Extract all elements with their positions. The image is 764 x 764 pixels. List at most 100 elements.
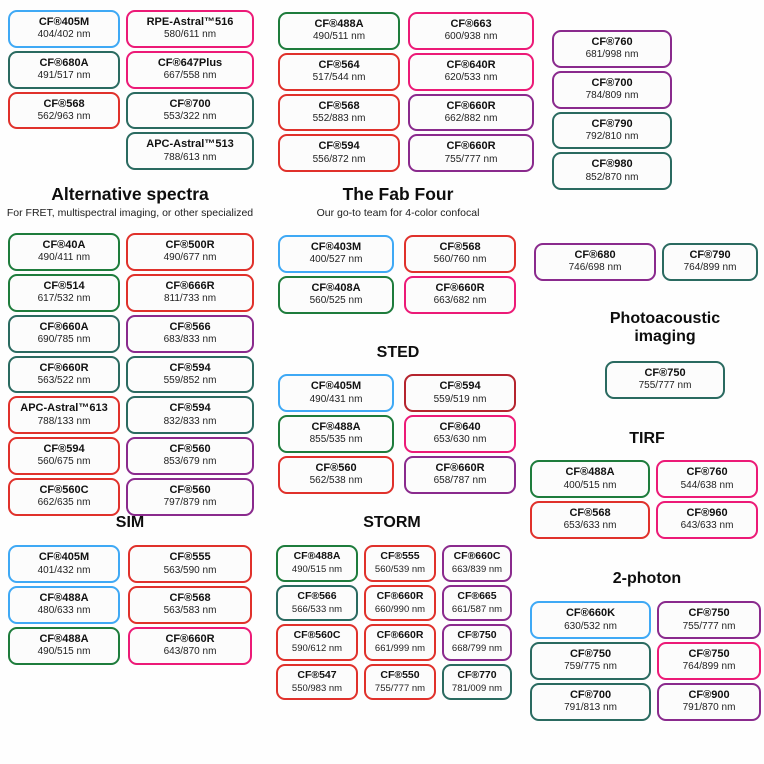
dye-name: CF®560: [315, 461, 357, 474]
dye-wavelengths: 480/633 nm: [37, 605, 91, 617]
dye-wavelengths: 764/899 nm: [683, 262, 737, 274]
dye-name: CF®594: [169, 361, 211, 374]
dye-wavelengths: 560/539 nm: [374, 564, 426, 576]
dye-wavelengths: 630/532 nm: [564, 620, 617, 632]
dye-wavelengths: 563/590 nm: [163, 564, 217, 576]
dye-wavelengths: 643/633 nm: [680, 520, 734, 532]
dye-wavelengths: 811/733 nm: [163, 293, 217, 305]
dye-wavelengths: 400/527 nm: [309, 254, 363, 266]
section-title: 2-photon: [612, 570, 682, 587]
dye-name: CF®594: [439, 380, 481, 393]
dye-name: CF®550: [380, 668, 420, 681]
dye-name: CF®700: [169, 97, 211, 110]
section-title: Photoacoustic imaging: [609, 310, 721, 346]
dye-wavelengths: 559/852 nm: [163, 374, 217, 386]
dye-wavelengths: 681/998 nm: [585, 49, 639, 61]
section-title: TIRF: [629, 430, 665, 447]
dye-name: CF®568: [318, 99, 360, 112]
section-title: SIM: [115, 514, 145, 531]
dye-name: CF®660R: [39, 361, 89, 374]
dye-name: CF®403M: [310, 241, 362, 254]
dye-wavelengths: 544/638 nm: [680, 479, 734, 491]
dye-name: CF®405M: [310, 380, 362, 393]
dye-wavelengths: 660/990 nm: [374, 603, 426, 615]
dye-name: CF®790: [689, 249, 731, 261]
dye-wavelengths: 764/899 nm: [682, 661, 736, 673]
dye-wavelengths: 490/411 nm: [37, 252, 91, 264]
dye-name: CF®568: [569, 507, 611, 520]
dye-name: CF®488A: [39, 632, 89, 645]
dye-wavelengths: 788/133 nm: [37, 415, 91, 427]
dye-wavelengths: 755/777 nm: [638, 380, 692, 392]
dye-wavelengths: 620/533 nm: [444, 72, 498, 84]
dye-wavelengths: 550/983 nm: [291, 682, 343, 694]
dye-name: CF®665: [457, 589, 497, 602]
dye-name: CF®566: [297, 589, 337, 602]
dye-name: CF®560C: [39, 483, 89, 496]
dye-wavelengths: 759/775 nm: [564, 661, 617, 673]
dye-name: CF®680: [574, 249, 616, 261]
dye-name: CF®594: [43, 443, 85, 456]
dye-wavelengths: 755/777 nm: [374, 682, 426, 694]
dye-name: CF®760: [591, 36, 633, 48]
dye-name: CF®750: [457, 629, 497, 642]
dye-name: CF®405M: [38, 551, 90, 564]
dye-name: CF®560: [169, 483, 211, 496]
dye-name: APC-Astral™613: [20, 402, 108, 415]
dye-name: CF®405M: [38, 16, 90, 28]
dye-name: CF®663: [450, 18, 492, 30]
dye-name: CF®750: [688, 607, 730, 620]
dye-wavelengths: 404/402 nm: [37, 29, 91, 41]
section-title: The Fab Four: [342, 184, 454, 204]
dye-name: CF®640R: [446, 58, 496, 71]
dye-name: CF®750: [569, 648, 612, 661]
dye-wavelengths: 600/938 nm: [444, 31, 498, 43]
dye-wavelengths: 788/613 nm: [163, 151, 217, 163]
dye-wavelengths: 490/677 nm: [163, 252, 217, 264]
dye-wavelengths: 400/515 nm: [563, 479, 617, 491]
dye-wavelengths: 690/785 nm: [37, 334, 91, 346]
section-title: STORM: [363, 514, 421, 531]
dye-wavelengths: 643/870 nm: [163, 646, 217, 658]
dye-name: CF®790: [591, 117, 633, 130]
